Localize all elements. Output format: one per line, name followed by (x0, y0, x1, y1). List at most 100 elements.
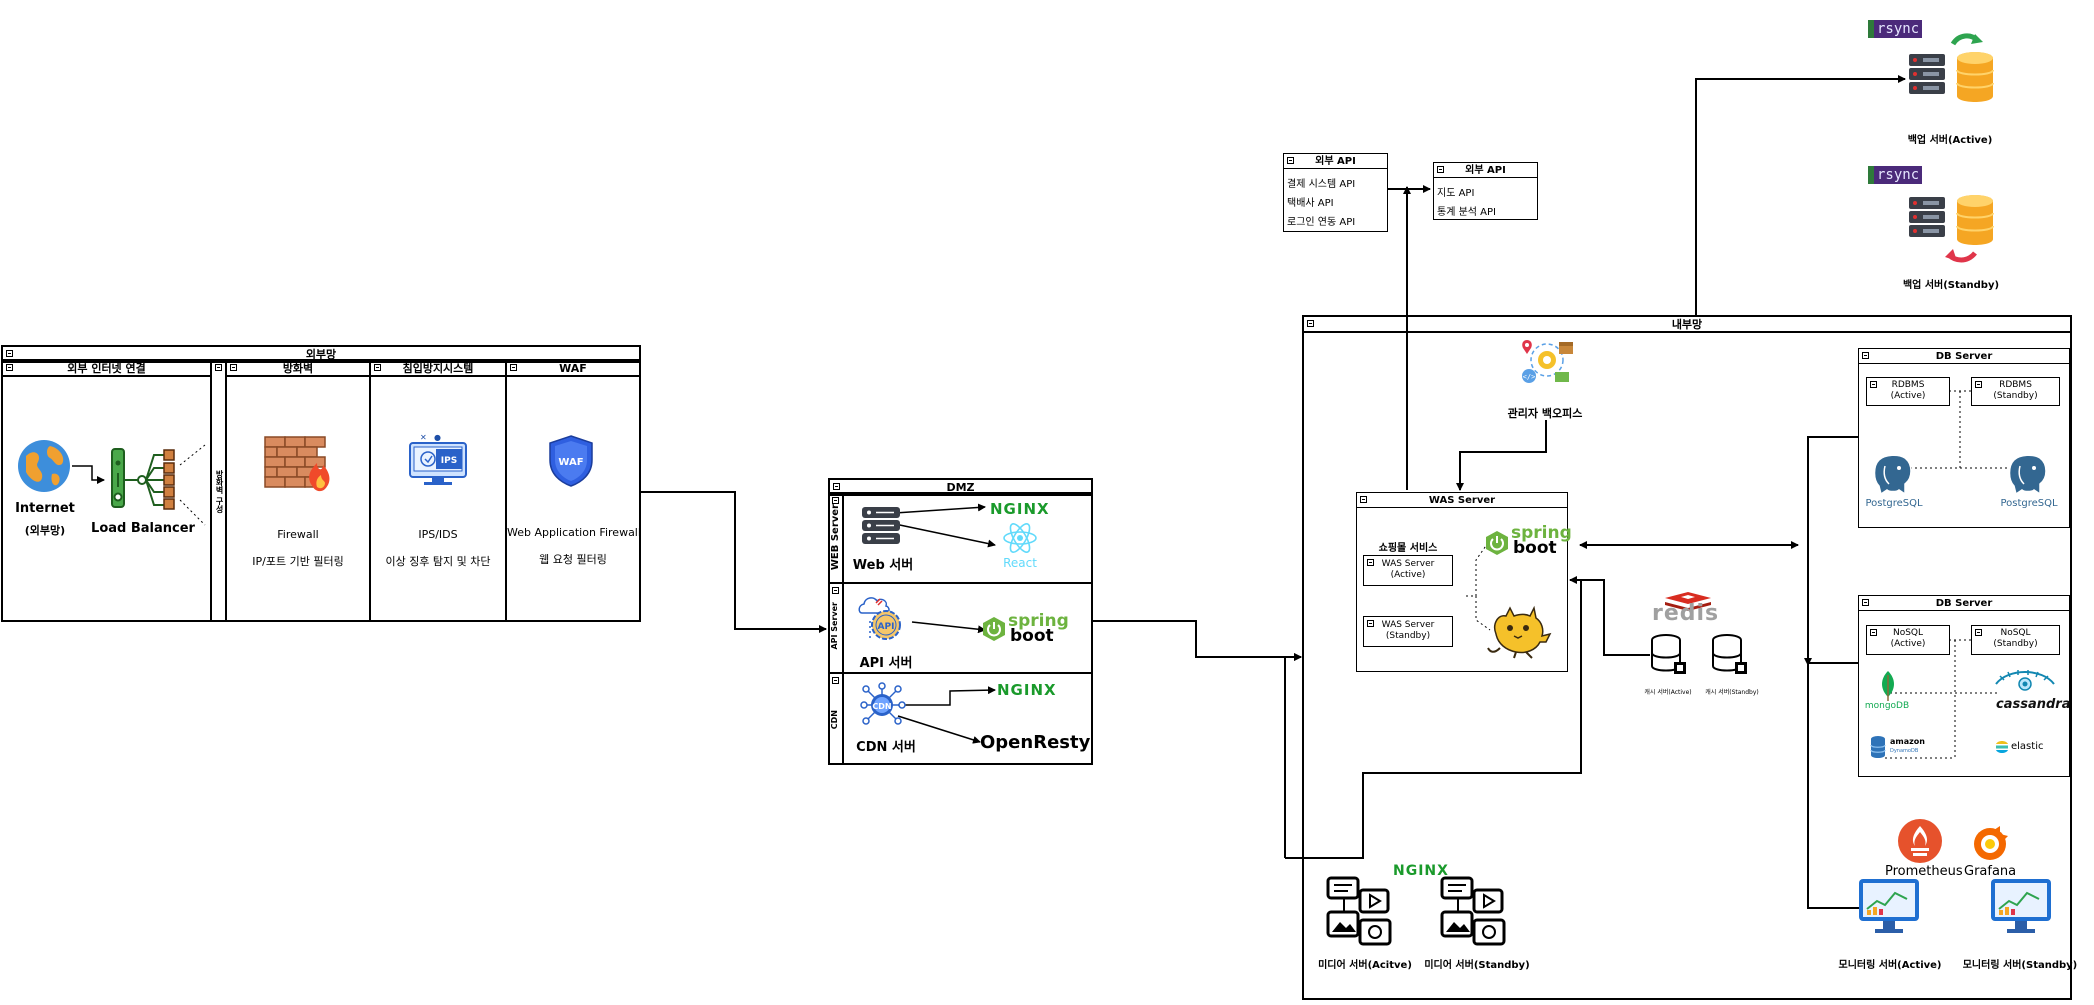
redis-logo: redis (1652, 601, 1720, 626)
cassandra-eye-icon (1995, 670, 2055, 691)
media-server-active-icon (1326, 876, 1392, 946)
backup-server-standby-icon (1909, 195, 1994, 263)
waf-name: Web Application Firewall (507, 526, 641, 539)
collapse-icon[interactable] (1360, 496, 1367, 503)
admin-backoffice-icon: </> (1522, 340, 1573, 383)
react-logo-text: React (1003, 556, 1037, 570)
db-server-rdbms: DB Server (1858, 348, 2070, 528)
internet-column-title: 외부 인터넷 연결 (3, 361, 210, 377)
svg-text:</>: </> (1523, 373, 1536, 381)
edge-media-to-internal (1284, 653, 1302, 858)
collapse-icon[interactable] (374, 364, 381, 371)
collapse-icon[interactable] (6, 364, 13, 371)
nginx-logo: NGINX (1393, 863, 1449, 879)
collapse-icon[interactable] (1975, 629, 1982, 636)
internet-sub-label: (외부망) (24, 524, 66, 537)
web-lane-label: WEB Server (830, 504, 841, 571)
shopping-service-label: 쇼핑몰 서비스 (1378, 543, 1438, 554)
media-standby-label: 미디어 서버(Standby) (1424, 960, 1530, 971)
ips-desc: 이상 징후 탐지 및 차단 (385, 555, 491, 568)
collapse-icon[interactable] (1870, 381, 1877, 388)
svg-text:WAF: WAF (558, 457, 583, 468)
monitoring-active-label: 모니터링 서버(Active) (1838, 960, 1942, 971)
collapse-icon[interactable] (1862, 599, 1869, 606)
firewall-desc: IP/포트 기반 필터링 (252, 555, 344, 568)
postgresql-elephant-icon (2008, 454, 2047, 496)
rdbms-active-label: RDBMS (Active) (1890, 380, 1926, 401)
load-balancer-icon (111, 448, 175, 510)
prometheus-icon (1898, 819, 1942, 863)
media-active-label: 미디어 서버(Acitve) (1318, 960, 1412, 971)
server-stack-icon (862, 507, 900, 544)
openresty-logo: OpenResty (980, 732, 1091, 753)
external-api-box-2: 외부 API 지도 API 통계 분석 API (1433, 162, 1538, 220)
was-standby-label: WAS Server (Standby) (1381, 620, 1435, 641)
backup-active-label: 백업 서버(Active) (1907, 135, 1993, 146)
svg-text:CDN: CDN (872, 702, 891, 711)
svg-text:●: ● (434, 433, 441, 442)
collapse-icon[interactable] (215, 364, 222, 371)
monitoring-standby-label: 모니터링 서버(Standby) (1962, 960, 2078, 971)
waf-desc: 웹 요청 필터링 (539, 553, 607, 566)
nginx-logo: NGINX (990, 500, 1050, 518)
redis-icon (1665, 592, 1711, 611)
collapse-icon[interactable] (833, 483, 840, 490)
spring-boot-logo: spring boot (1511, 523, 1572, 558)
collapse-icon[interactable] (1862, 352, 1869, 359)
was-active-label: WAS Server (Active) (1381, 559, 1435, 580)
api-gear-icon: API (858, 597, 901, 641)
collapse-icon[interactable] (1870, 629, 1877, 636)
svg-text:IPS: IPS (441, 456, 457, 466)
collapse-icon[interactable] (832, 497, 839, 504)
cassandra-label: cassandra (1996, 697, 2071, 712)
collapse-icon[interactable] (230, 364, 237, 371)
ips-name: IPS/IDS (418, 528, 458, 541)
backup-standby-label: 백업 서버(Standby) (1902, 280, 2000, 291)
edge-external-to-dmz (640, 491, 827, 633)
svg-text:API: API (878, 622, 895, 632)
list-item: 택배사 API (1287, 198, 1334, 209)
rsync-logo: rsync (1868, 20, 1923, 38)
ips-monitor-icon: ✕ ● IPS (409, 433, 467, 485)
dmz-title: DMZ (830, 480, 1091, 496)
collapse-icon[interactable] (1367, 620, 1374, 627)
load-balancer-label: Load Balancer (91, 521, 195, 536)
db-server-title: DB Server (1859, 596, 2069, 611)
collapse-icon[interactable] (1437, 166, 1444, 173)
cdn-lane-label: CDN (830, 710, 839, 730)
collapse-icon[interactable] (510, 364, 517, 371)
postgresql-label: PostgreSQL (1865, 498, 1923, 509)
grafana-icon (1974, 824, 2008, 860)
collapse-icon[interactable] (6, 350, 13, 357)
cache-active-label: 캐시 서버(Active) (1644, 689, 1692, 696)
was-standby-box: WAS Server (Standby) (1363, 616, 1453, 647)
rsync-logo: rsync (1868, 166, 1923, 184)
collapse-icon[interactable] (1975, 381, 1982, 388)
internal-network-container: 내부망 (1302, 315, 2072, 1000)
collapse-icon[interactable] (832, 587, 839, 594)
spring-boot-logo: spring boot (1008, 611, 1069, 646)
rdbms-active-box: RDBMS (Active) (1866, 377, 1950, 406)
collapse-icon[interactable] (1367, 559, 1374, 566)
ips-column-title: 침입방지시스템 (371, 361, 505, 377)
monitoring-active-icon (1859, 879, 1919, 933)
waf-column-title: WAF (507, 361, 639, 377)
web-server-label: Web 서버 (852, 558, 914, 573)
cache-standby-label: 캐시 서버(Standby) (1705, 689, 1759, 696)
ips-column: 침입방지시스템 (369, 359, 507, 622)
external-api-box-1: 외부 API 결제 시스템 API 택배사 API 로그인 연동 API (1283, 153, 1388, 232)
elastic-label: elastic (2011, 741, 2044, 752)
nosql-active-box: NoSQL (Active) (1866, 625, 1950, 655)
api-server-label: API 서버 (859, 656, 913, 671)
collapse-icon[interactable] (1307, 320, 1314, 327)
nosql-active-label: NoSQL (Active) (1890, 628, 1926, 649)
waf-shield-icon: WAF (549, 435, 593, 487)
dynamodb-label: amazon (1890, 737, 1925, 746)
external-api-title: 외부 API (1284, 154, 1387, 169)
collapse-icon[interactable] (1287, 157, 1294, 164)
dynamodb-icon (1870, 736, 1886, 758)
postgresql-label: PostgreSQL (2000, 498, 2058, 509)
collapse-icon[interactable] (832, 677, 839, 684)
db-server-nosql: DB Server (1858, 595, 2070, 777)
waf-column: WAF (505, 359, 641, 622)
